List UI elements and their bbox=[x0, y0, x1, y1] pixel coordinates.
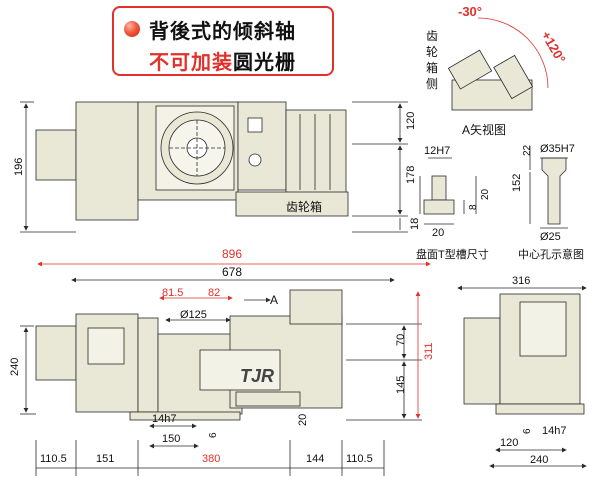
angle-neg: -30° bbox=[458, 4, 482, 19]
dim-14h7r: 14h7 bbox=[542, 425, 566, 437]
dim-12h7: 12H7 bbox=[424, 145, 450, 157]
a-view-label: A矢视图 bbox=[462, 122, 506, 137]
top-view bbox=[35, 101, 349, 221]
title-line-2-black: 圆光栅 bbox=[233, 50, 296, 74]
gearbox-vertical-1: 齿 bbox=[426, 29, 438, 43]
center-hole-detail bbox=[541, 157, 567, 225]
dim-240: 240 bbox=[9, 358, 21, 376]
dim-380: 380 bbox=[202, 453, 220, 465]
dim-22: 22 bbox=[522, 144, 533, 156]
a-view bbox=[447, 17, 549, 111]
dim-196: 196 bbox=[13, 158, 25, 176]
dim-20v: 20 bbox=[480, 188, 491, 200]
dim-316: 316 bbox=[512, 275, 530, 287]
dim-120r: 120 bbox=[500, 437, 518, 449]
front-view bbox=[35, 289, 343, 421]
t-slot-label: 盘面T型槽尺寸 bbox=[416, 247, 489, 261]
gearbox-label: 齿轮箱 bbox=[286, 199, 322, 214]
dim-18: 18 bbox=[409, 218, 421, 230]
dim-6: 6 bbox=[208, 432, 219, 438]
dim-896: 896 bbox=[222, 247, 242, 261]
title-line-1: 背後式的倾斜轴 bbox=[149, 19, 296, 43]
arrow-a: A bbox=[270, 293, 278, 307]
title-box: 背後式的倾斜轴 不可加装圆光栅 bbox=[112, 6, 334, 76]
gearbox-vertical-4: 侧 bbox=[426, 77, 438, 91]
dim-110-5-left: 110.5 bbox=[40, 453, 67, 465]
title-line-2-red: 不可加装 bbox=[149, 50, 233, 74]
dim-120: 120 bbox=[405, 112, 417, 130]
dim-35h7: Ø35H7 bbox=[540, 143, 575, 155]
dim-82: 82 bbox=[208, 287, 220, 299]
dim-311: 311 bbox=[423, 342, 435, 360]
dim-110-5-right: 110.5 bbox=[346, 453, 373, 465]
dim-125: Ø125 bbox=[180, 309, 207, 321]
dim-81-5: 81.5 bbox=[162, 287, 183, 299]
dim-8: 8 bbox=[468, 204, 479, 210]
dim-178: 178 bbox=[405, 166, 417, 184]
side-view bbox=[463, 293, 585, 415]
dim-145: 145 bbox=[395, 376, 407, 394]
dim-152: 152 bbox=[511, 174, 523, 192]
dim-678: 678 bbox=[222, 265, 242, 279]
gearbox-vertical-2: 轮 bbox=[426, 45, 438, 59]
dim-150: 150 bbox=[162, 433, 180, 445]
t-slot-detail bbox=[419, 175, 455, 215]
dim-25: Ø25 bbox=[540, 231, 561, 243]
dim-14h7: 14h7 bbox=[152, 413, 176, 425]
dim-70: 70 bbox=[395, 334, 407, 346]
gearbox-vertical-3: 箱 bbox=[426, 60, 438, 75]
dim-144: 144 bbox=[306, 453, 324, 465]
labels-group: 齿 轮 箱 侧 -30° +120° A矢视图 齿轮箱 196 120 178 … bbox=[9, 4, 584, 466]
angle-pos: +120° bbox=[538, 28, 568, 65]
center-hole-label: 中心孔示意图 bbox=[518, 247, 584, 261]
dim-240r: 240 bbox=[530, 454, 548, 466]
title-line-2: 不可加装圆光栅 bbox=[149, 46, 296, 75]
brand-logo: TJR bbox=[240, 366, 274, 386]
dim-6r: 6 bbox=[522, 428, 533, 434]
dim-151: 151 bbox=[96, 453, 114, 465]
dim-20h: 20 bbox=[432, 227, 444, 239]
dim-20: 20 bbox=[297, 414, 309, 426]
bullet-icon bbox=[124, 21, 140, 37]
